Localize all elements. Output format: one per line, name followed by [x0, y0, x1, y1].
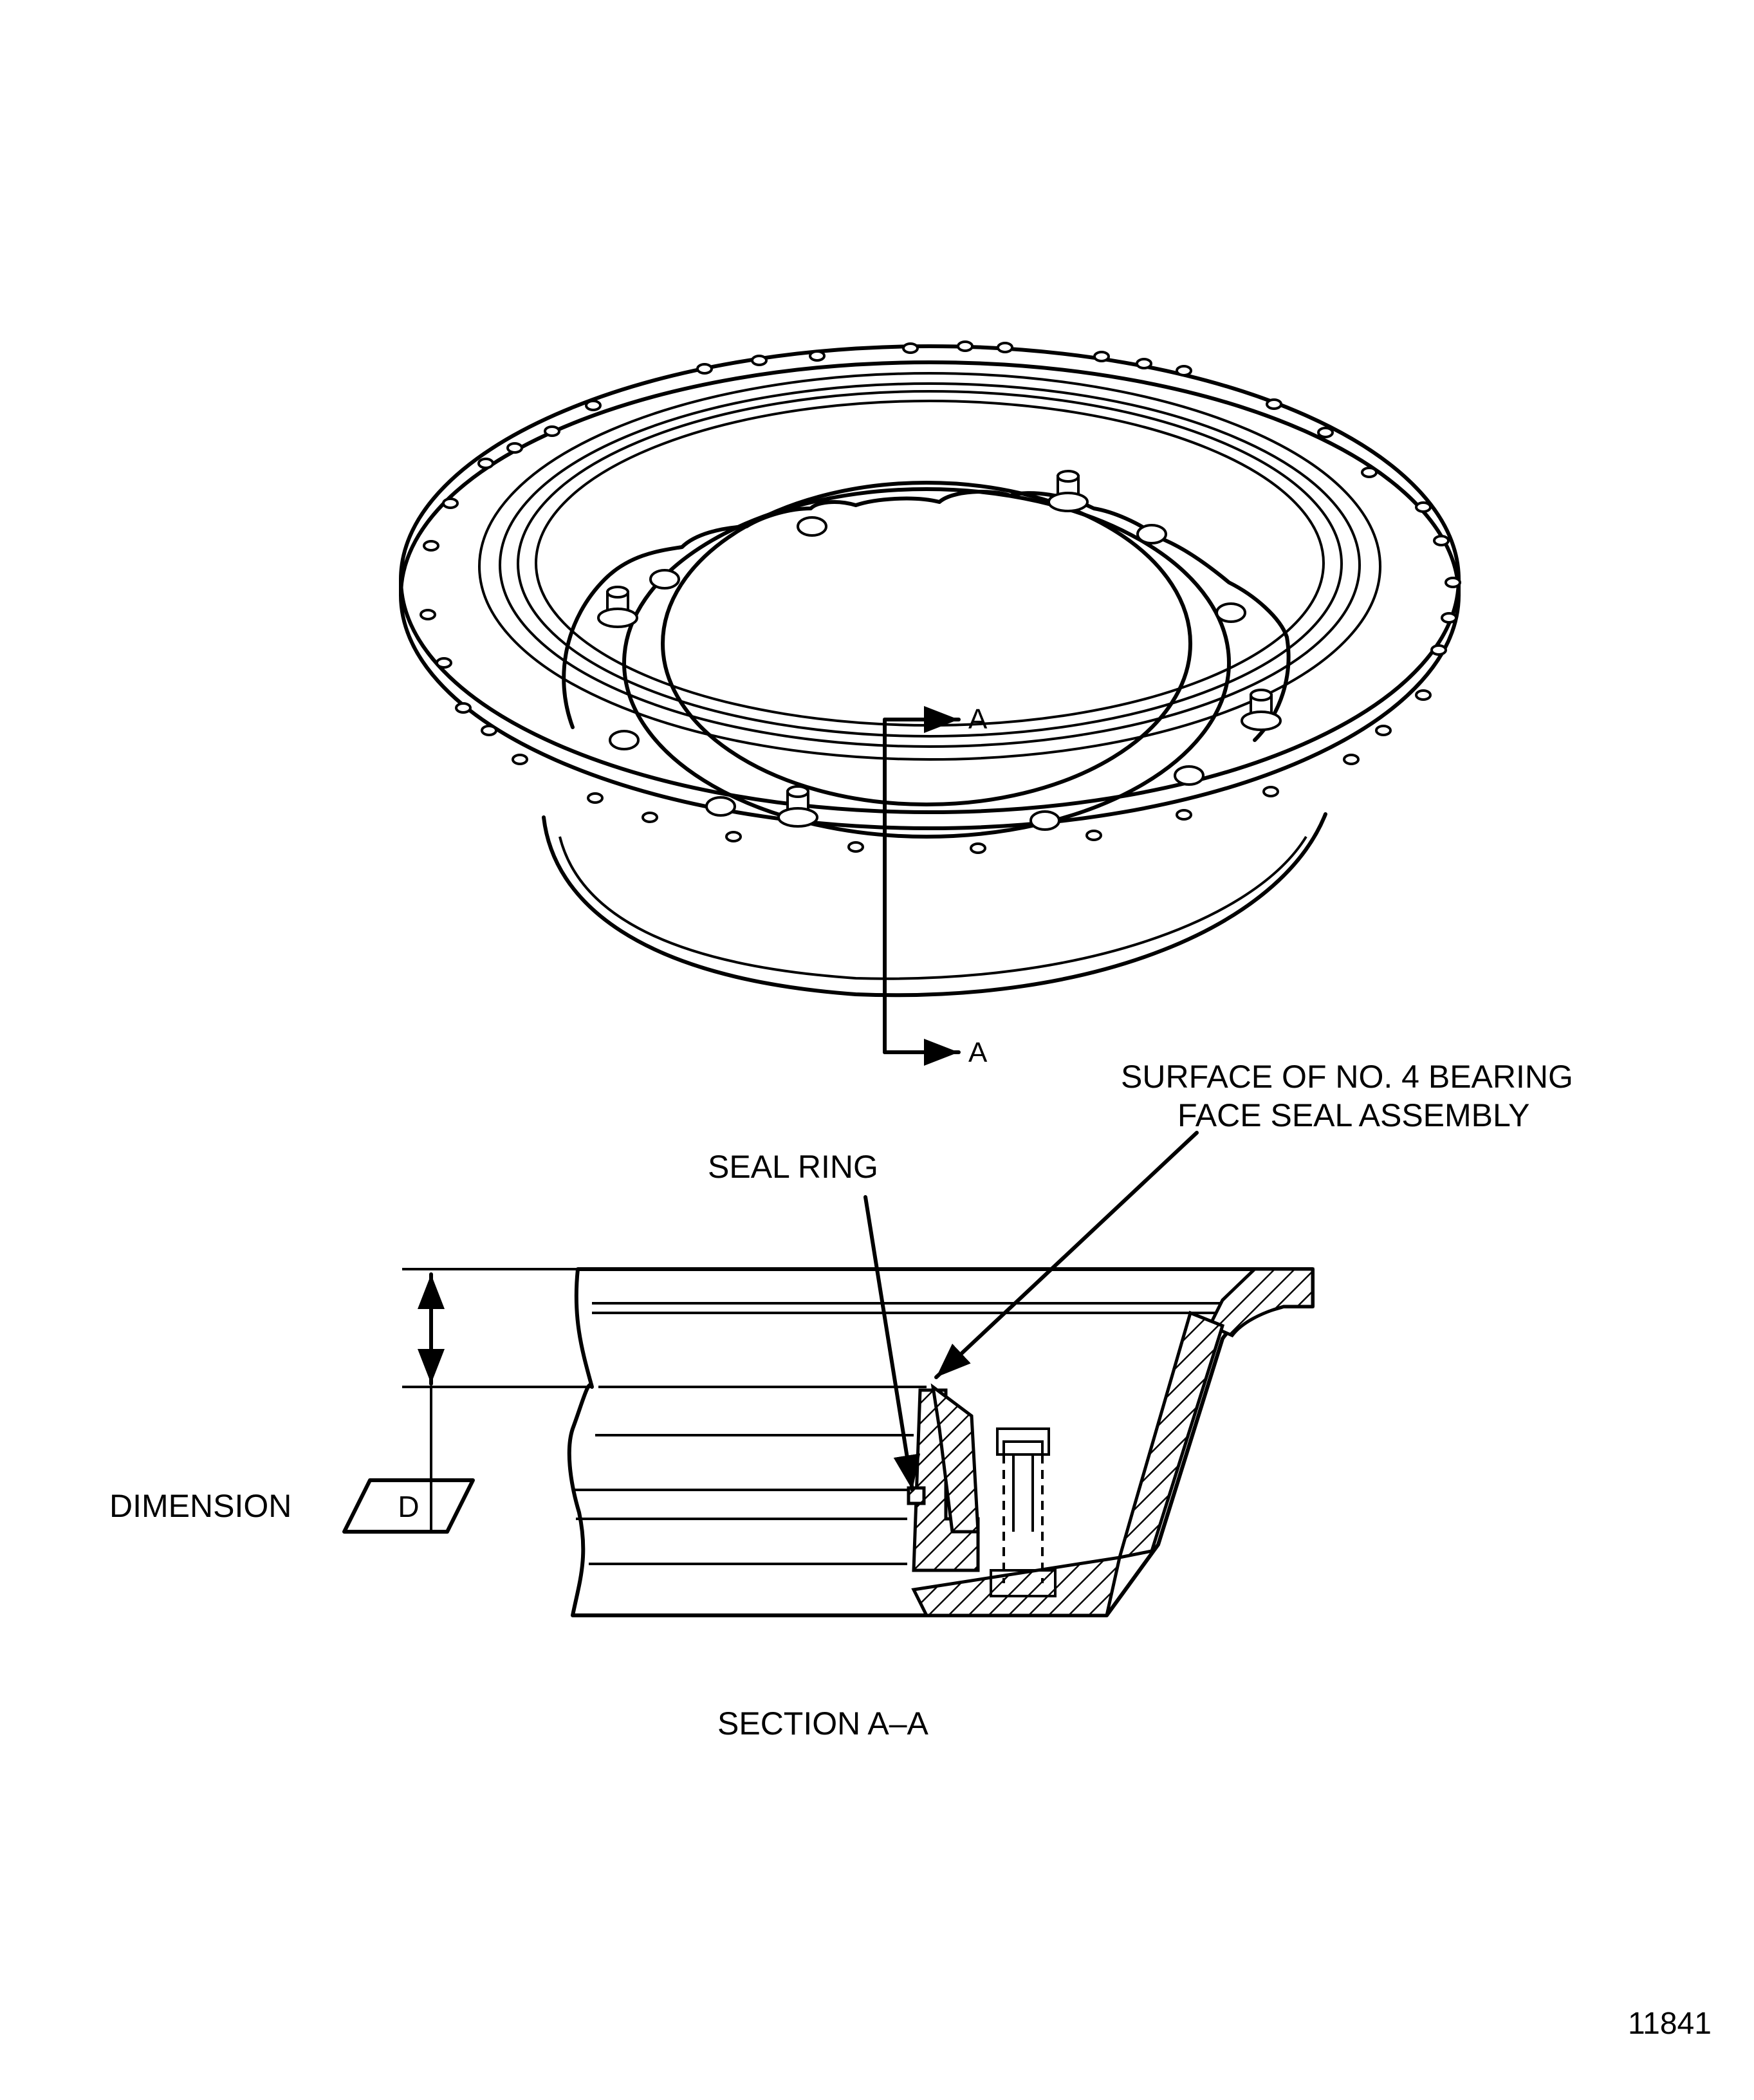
seal-ring-leader [863, 1195, 921, 1492]
flange-bolt-holes [420, 340, 1461, 854]
callout-surface-line2: FACE SEAL ASSEMBLY [1177, 1097, 1529, 1133]
housing-isometric-view: A A [399, 340, 1461, 1068]
surface-leader [934, 1131, 1199, 1379]
bearing-support-scalloped [562, 490, 1291, 742]
section-a-a-view: D [342, 1131, 1315, 1617]
callout-seal-ring: SEAL RING [708, 1149, 878, 1185]
dimension-symbol: D [342, 1478, 475, 1534]
callout-surface-line1: SURFACE OF NO. 4 BEARING [1121, 1059, 1573, 1095]
dimension-symbol-letter: D [398, 1490, 419, 1523]
section-marker-bottom: A [968, 1037, 988, 1068]
dimension-label: DIMENSION [109, 1488, 291, 1524]
housing-skirt [542, 812, 1327, 998]
section-line-a-a: A A [883, 703, 988, 1068]
section-caption: SECTION A–A [717, 1705, 929, 1742]
figure-number: 11841 [1628, 2007, 1712, 2041]
outer-flange [399, 344, 1461, 814]
retainer-bolt-detail [990, 1427, 1057, 1597]
bearing-support-bolts [597, 470, 1282, 831]
section-marker-top: A [968, 703, 988, 735]
